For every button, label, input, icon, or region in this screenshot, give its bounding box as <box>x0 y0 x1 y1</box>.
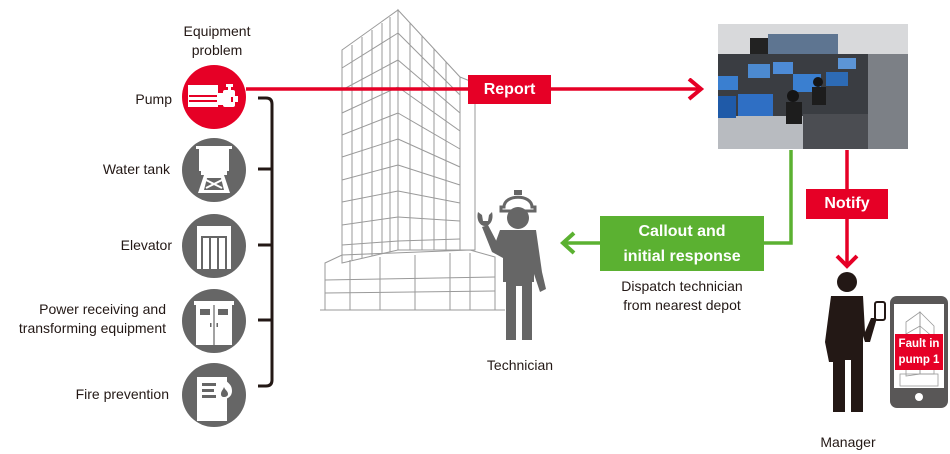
manager-figure <box>825 272 886 412</box>
equipment-label-power-line2: transforming equipment <box>18 320 166 336</box>
water-tank-icon[interactable] <box>182 138 246 202</box>
elevator-icon[interactable] <box>182 214 246 278</box>
control-center-photo <box>718 24 908 149</box>
manager-label: Manager <box>820 434 876 450</box>
equipment-label-elevator: Elevator <box>120 237 172 253</box>
technician-figure <box>477 190 546 340</box>
notify-label: Notify <box>806 189 888 219</box>
dispatch-note: Dispatch technician from nearest depot <box>598 277 766 315</box>
equipment-heading: Equipment problem <box>172 22 262 60</box>
technician-label: Technician <box>486 357 554 373</box>
tablet-alert: Fault in pump 1 <box>895 334 943 370</box>
equipment-label-fire: Fire prevention <box>75 386 169 402</box>
report-label: Report <box>468 75 551 104</box>
callout-label: Callout and initial response <box>600 216 764 271</box>
tablet-screen: Fault in pump 1 <box>894 304 944 388</box>
dispatch-note-line1: Dispatch technician <box>621 278 743 294</box>
callout-label-line2: initial response <box>623 248 741 265</box>
tablet-alert-line1: Fault in <box>898 338 940 350</box>
power-equipment-icon[interactable] <box>182 289 246 353</box>
equipment-label-water-tank: Water tank <box>102 161 170 177</box>
equipment-bracket <box>258 96 274 388</box>
tablet-device: Fault in pump 1 <box>890 296 948 408</box>
dispatch-note-line2: from nearest depot <box>623 297 741 313</box>
equipment-heading-line1: Equipment <box>183 23 251 39</box>
fire-prevention-icon[interactable] <box>182 363 246 427</box>
pump-icon[interactable] <box>182 65 246 129</box>
tablet-alert-line2: pump 1 <box>898 354 940 366</box>
equipment-label-power: Power receiving and transforming equipme… <box>0 300 166 338</box>
tablet-home-button <box>915 393 923 401</box>
equipment-label-power-line1: Power receiving and <box>39 301 166 317</box>
callout-label-line1: Callout and <box>638 223 726 240</box>
equipment-label-pump: Pump <box>135 91 172 107</box>
equipment-heading-line2: problem <box>191 42 243 58</box>
